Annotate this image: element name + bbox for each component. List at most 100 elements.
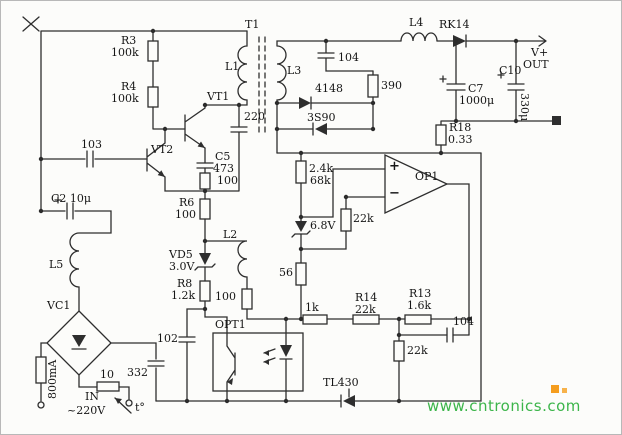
label-r13-name: R13 <box>409 287 432 300</box>
inductor-l4-symbol <box>400 32 438 42</box>
label-r22k-low: 22k <box>407 344 428 357</box>
label-r4-name: R4 <box>121 80 137 93</box>
output-filter-section <box>276 40 561 154</box>
label-r14-name: R14 <box>355 291 378 304</box>
tl430-symbol <box>340 388 355 408</box>
label-vd5-value: 3.0V <box>169 260 195 273</box>
label-c104-fb: 104 <box>453 315 474 328</box>
label-l1: L1 <box>225 60 240 73</box>
label-vd5-name: VD5 <box>169 248 193 261</box>
resistor-100-upper-symbol <box>199 172 211 190</box>
return-and-332-cap <box>110 342 165 402</box>
label-r100-upper: 100 <box>217 174 238 187</box>
diode-3s90-symbol <box>315 123 327 135</box>
label-c103: 103 <box>81 138 102 151</box>
capacitor-c7-symbol <box>439 40 466 122</box>
label-c10-name: C10 <box>499 64 522 77</box>
label-in: IN <box>85 390 99 403</box>
label-r1k: 1k <box>305 301 319 314</box>
zener-vd5-symbol <box>199 253 211 265</box>
corner-scribble-mark <box>22 16 40 32</box>
label-r3-value: 100k <box>111 46 139 59</box>
resistor-22k-mid-symbol <box>340 208 352 232</box>
opamp-symbol <box>384 153 470 336</box>
label-r6-name: R6 <box>179 196 195 209</box>
diode-4148-symbol <box>299 97 311 109</box>
vt1-transistor-symbol <box>184 104 214 192</box>
label-r6-value: 100 <box>175 208 196 221</box>
label-d4148: 4148 <box>315 82 343 95</box>
resistor-r14-symbol <box>352 314 380 325</box>
label-fuse-rating: 800mA <box>46 359 59 399</box>
optocoupler-symbol <box>212 332 304 402</box>
secondary-rectifier-snubber <box>276 40 379 136</box>
transformer-t1-symbol <box>204 30 402 334</box>
label-r68k: 68k <box>310 174 331 187</box>
label-l2: L2 <box>223 228 238 241</box>
vt2-transistor-symbol <box>146 128 206 192</box>
c2-and-l5-symbols <box>40 196 112 312</box>
label-r22k-mid: 22k <box>353 212 374 225</box>
label-opamp-plus: + <box>389 159 400 174</box>
label-l4: L4 <box>409 16 424 29</box>
feedback-network <box>352 314 470 402</box>
label-r18-value: 0.33 <box>448 133 473 146</box>
input-terminal-right <box>125 399 133 407</box>
label-c5-name: C5 <box>215 150 231 163</box>
input-terminal-left <box>37 401 45 409</box>
label-r8-name: R8 <box>177 277 193 290</box>
resistor-100-lower-symbol <box>241 288 253 310</box>
label-opt1: OPT1 <box>215 318 246 331</box>
label-r4-value: 100k <box>111 92 139 105</box>
label-c5-value: 473 <box>213 162 234 175</box>
capacitor-103-symbol <box>40 150 148 168</box>
core-lines <box>258 36 266 136</box>
label-out: OUT <box>523 58 549 71</box>
resistor-r4-symbol <box>147 86 159 108</box>
label-op1: OP1 <box>415 170 439 183</box>
label-c7-value: 1000μ <box>459 94 495 107</box>
ntc-resistor-symbol <box>96 381 120 392</box>
r6-vd5-r8-chain <box>194 190 228 334</box>
label-c2: C2 10μ <box>51 192 92 205</box>
mains-input-wires <box>35 342 133 414</box>
label-c102: 102 <box>157 332 178 345</box>
winding-l1 <box>204 30 248 106</box>
label-r390: 390 <box>381 79 402 92</box>
resistor-r18-symbol <box>435 124 447 146</box>
label-ntc: 10 <box>100 368 114 381</box>
label-l3: L3 <box>287 64 302 77</box>
label-rk14: RK14 <box>439 18 470 31</box>
primary-bias-wires <box>40 30 248 212</box>
resistor-r3-symbol <box>147 40 159 62</box>
capacitor-102-symbol <box>178 308 206 402</box>
label-d3s90: 3S90 <box>307 111 336 124</box>
zener-6v8-symbol <box>295 221 307 232</box>
label-l5: L5 <box>49 258 64 271</box>
label-r14-value: 22k <box>355 303 376 316</box>
label-c7-name: C7 <box>468 82 484 95</box>
cntronics-logo-mark <box>551 385 567 393</box>
label-r2k4: 2.4k <box>309 162 334 175</box>
label-r100-lower: 100 <box>215 290 236 303</box>
resistor-22k-low-symbol <box>393 340 405 362</box>
label-r8-value: 1.2k <box>171 289 196 302</box>
output-rail <box>400 32 547 48</box>
watermark: www.cntronics.com <box>427 397 581 415</box>
label-c332: 332 <box>127 366 148 379</box>
winding-l2 <box>204 240 302 334</box>
fuse-symbol <box>35 356 47 384</box>
label-c220: 220 <box>244 110 265 123</box>
resistor-2k4-68k-symbol <box>295 160 307 184</box>
winding-l3 <box>276 40 402 154</box>
label-temperature: t° <box>135 401 145 414</box>
resistor-56-symbol <box>295 262 307 286</box>
label-vc1: VC1 <box>47 299 71 312</box>
label-mains-voltage: ~220V <box>67 404 106 417</box>
label-vt2: VT2 <box>151 143 174 156</box>
label-c104-top: 104 <box>338 51 359 64</box>
capacitor-c10-symbol <box>497 40 525 122</box>
label-z6v8: 6.8V <box>310 219 336 232</box>
